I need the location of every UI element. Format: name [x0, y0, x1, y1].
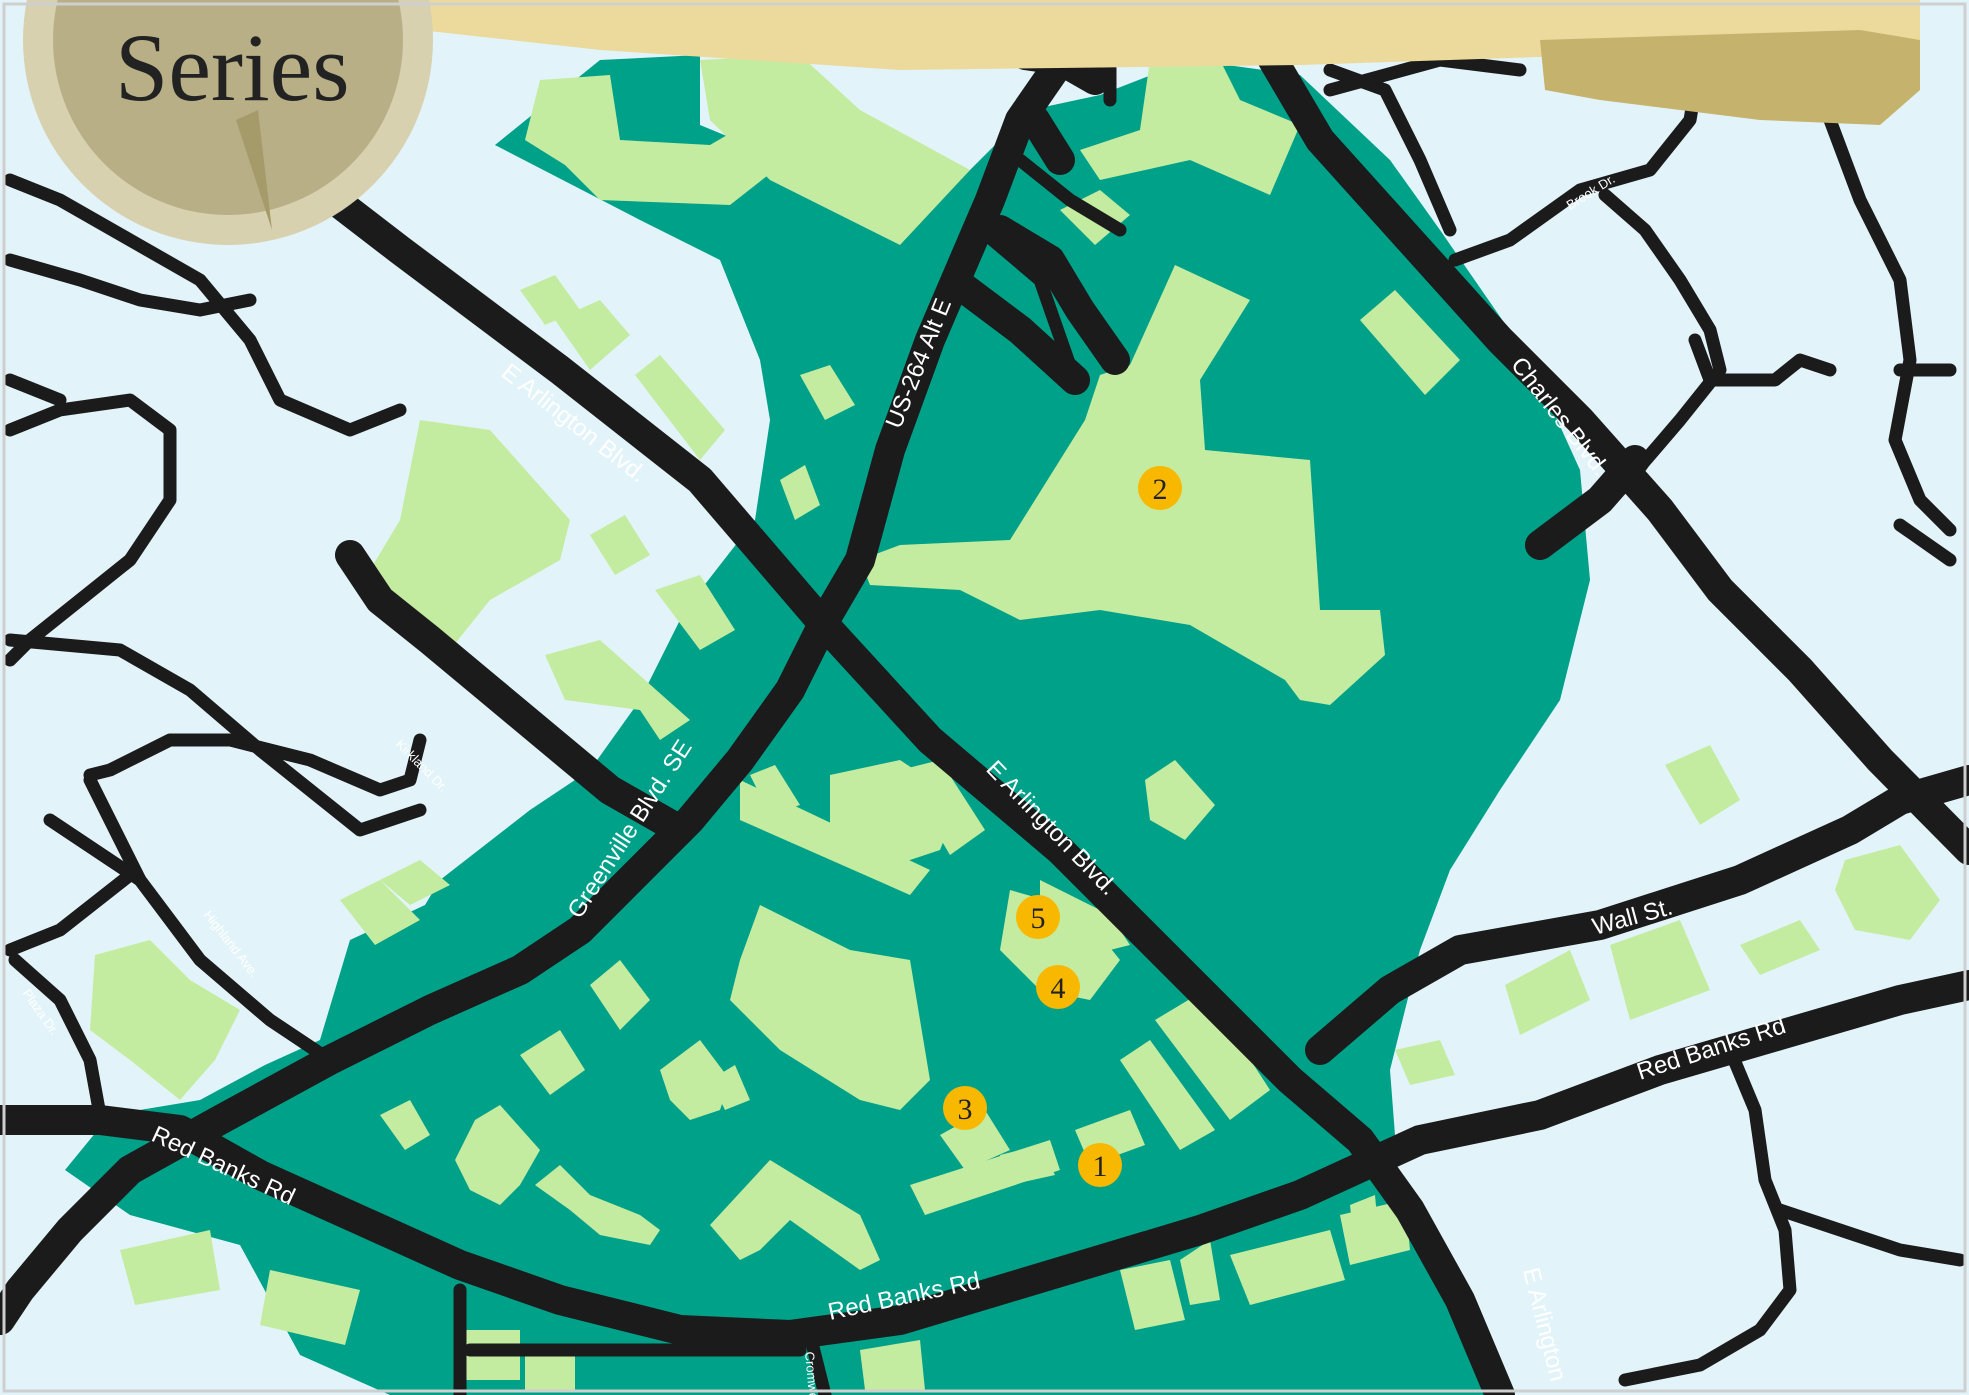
us-264-spur-road [985, 215, 1130, 375]
building [520, 1030, 585, 1095]
minor-road [8, 953, 107, 1122]
building [590, 515, 650, 575]
building [660, 1040, 730, 1120]
building [455, 1105, 540, 1205]
building [1180, 1240, 1220, 1305]
building [370, 420, 570, 650]
building [260, 1270, 360, 1345]
building [655, 575, 735, 650]
marker-3[interactable]: 3 [943, 1086, 987, 1130]
building [1505, 950, 1590, 1035]
marker-number: 1 [1093, 1150, 1108, 1183]
building [860, 1340, 925, 1390]
building [1395, 1040, 1455, 1085]
minor-road [1823, 113, 1957, 537]
marker-circle [1036, 965, 1080, 1009]
building [730, 905, 930, 1110]
service-road [945, 270, 1090, 395]
building [940, 1110, 1010, 1170]
minor-road [3, 373, 67, 407]
building [900, 760, 985, 855]
marker-1[interactable]: 1 [1078, 1143, 1122, 1187]
marker-number: 2 [1153, 473, 1168, 506]
minor-roads [3, 43, 1967, 1395]
series-seal: Series [23, 0, 433, 245]
building [380, 860, 450, 905]
building [800, 365, 855, 420]
marker-2[interactable]: 2 [1138, 466, 1182, 510]
title-banner [420, 0, 1920, 125]
building [120, 1230, 220, 1305]
charles-connector-road [1525, 445, 1650, 560]
marker-number: 5 [1031, 902, 1046, 935]
building [590, 960, 650, 1030]
building [860, 265, 1385, 705]
building [710, 1160, 880, 1270]
markers: 1 2 3 4 5 [943, 466, 1182, 1187]
building [545, 640, 690, 740]
marker-circle [943, 1086, 987, 1130]
greenville-blvd-se-north-road [1020, 105, 1075, 175]
marker-4[interactable]: 4 [1036, 965, 1080, 1009]
building [535, 1165, 660, 1245]
marker-5[interactable]: 5 [1016, 895, 1060, 939]
building [1360, 290, 1460, 395]
marker-number: 4 [1051, 972, 1066, 1005]
e-arlington-blvd-road [255, 135, 1515, 1395]
building [780, 465, 820, 520]
building [1000, 1145, 1055, 1185]
building [1340, 1200, 1410, 1265]
minor-road [3, 868, 137, 957]
minor-road [3, 393, 177, 667]
minor-road [3, 633, 427, 837]
road-label-cromwell: Cromwell [802, 1351, 822, 1395]
wall-st-road [1305, 765, 1969, 1065]
building [555, 300, 630, 370]
building [1835, 845, 1940, 940]
building [1740, 920, 1820, 975]
marker-circle [1078, 1143, 1122, 1187]
seal-title: Series [115, 14, 350, 121]
building [340, 880, 420, 945]
seal-inner [53, 0, 403, 215]
building [1120, 1260, 1185, 1330]
banner-curl [1540, 30, 1920, 125]
building [380, 1100, 430, 1150]
building [710, 1065, 750, 1110]
minor-road [1013, 153, 1127, 237]
minor-road [43, 813, 147, 887]
building [525, 75, 800, 205]
building [1145, 760, 1215, 840]
minor-road [1618, 1043, 1797, 1387]
main-roads [0, 40, 1969, 1395]
building [520, 275, 580, 325]
minor-road [1688, 333, 1837, 387]
building [1080, 60, 1300, 195]
kirkland-dr-road [335, 540, 695, 845]
building [635, 355, 725, 460]
minor-road [3, 253, 257, 317]
building [1610, 920, 1710, 1020]
building [1230, 1230, 1345, 1305]
compass-needle [236, 110, 272, 230]
building [1120, 1040, 1215, 1150]
minor-road [1893, 518, 1957, 567]
buildings [90, 55, 1940, 1390]
building [740, 780, 930, 895]
marker-circle [1016, 895, 1060, 939]
building [90, 940, 240, 1100]
marker-circle [1138, 466, 1182, 510]
building [1155, 990, 1270, 1120]
red-banks-rd-road [0, 970, 1969, 1350]
building [700, 55, 970, 245]
building [1665, 745, 1740, 825]
minor-road [83, 773, 337, 1067]
marker-number: 3 [958, 1093, 973, 1126]
minor-road [1773, 1203, 1967, 1267]
